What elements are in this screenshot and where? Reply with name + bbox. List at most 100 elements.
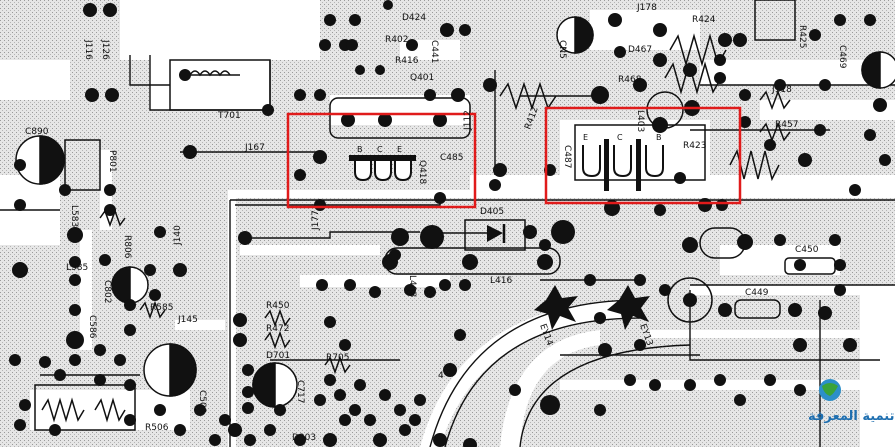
label-c469: C469 <box>837 45 847 69</box>
solder-pad <box>391 228 409 246</box>
solder-pad <box>69 274 81 286</box>
solder-pad <box>634 274 646 286</box>
solder-pad <box>94 344 106 356</box>
solder-pad <box>788 303 802 317</box>
solder-pad <box>653 23 667 37</box>
q418-pin-c <box>374 158 392 182</box>
label-q418-pin-b: B <box>357 145 363 154</box>
outline-q418 <box>329 97 471 139</box>
label-d424: D424 <box>402 13 426 23</box>
solder-pad <box>349 404 361 416</box>
label-j116: J116 <box>83 39 93 60</box>
solder-pad <box>355 65 365 75</box>
solder-pad <box>394 404 406 416</box>
label-c502: C502 <box>197 390 207 413</box>
solder-pad <box>684 379 696 391</box>
label-p801: P801 <box>107 150 117 173</box>
label-j112: J112 <box>463 110 473 131</box>
label-l416: L416 <box>490 276 512 286</box>
solder-pad <box>633 78 647 92</box>
solder-pads <box>9 0 891 447</box>
watermark-text: ﺗﻨﻤﻴﺔ ﺍﻟﻤﻌﺮﻓﺔ <box>808 409 895 424</box>
solder-pad <box>369 286 381 298</box>
solder-pad <box>389 249 401 261</box>
solder-pad <box>433 113 447 127</box>
solder-pad <box>834 284 846 296</box>
label-l583: L583 <box>69 205 79 227</box>
label-cn5: CN5 <box>557 40 567 59</box>
solder-pad <box>294 434 306 446</box>
solder-pad <box>314 199 326 211</box>
label-c890: C890 <box>25 127 49 137</box>
solder-pad <box>683 63 697 77</box>
solder-pad <box>124 324 136 336</box>
resistor-r585 <box>139 300 166 320</box>
solder-pad <box>551 220 575 244</box>
label-c487-pin-b: B <box>656 133 662 142</box>
label-c441: C441 <box>429 40 439 63</box>
solder-pad <box>375 65 385 75</box>
solder-pad <box>864 129 876 141</box>
solder-pad <box>739 89 751 101</box>
label-c485: C485 <box>440 153 463 163</box>
solder-pad <box>414 394 426 406</box>
label-q401: Q401 <box>410 73 434 83</box>
solder-pad <box>594 404 606 416</box>
solder-pad <box>349 14 361 26</box>
solder-pad <box>313 150 327 164</box>
solder-pad <box>404 284 416 296</box>
solder-pad <box>653 53 667 67</box>
outline-p801 <box>64 139 101 191</box>
solder-pad <box>83 3 97 17</box>
solder-pad <box>843 338 857 352</box>
label-r457: R457 <box>775 120 798 130</box>
solder-pad <box>794 384 806 396</box>
solder-pad <box>733 33 747 47</box>
resistor-r468 <box>664 61 722 95</box>
solder-pad <box>716 199 728 211</box>
solder-pad <box>154 404 166 416</box>
resistor-r705 <box>324 355 351 375</box>
resistor-r423 <box>729 148 780 182</box>
label-c450: C450 <box>795 245 819 255</box>
solder-pad <box>873 98 887 112</box>
solder-pad <box>383 0 393 10</box>
solder-pad <box>339 339 351 351</box>
solder-pad <box>323 433 337 447</box>
solder-pad <box>399 424 411 436</box>
component-labels: J116 J126 T701 R402 D424 C441 Q401 R416 … <box>25 3 847 443</box>
solder-pad <box>99 254 111 266</box>
solder-pad <box>718 33 732 47</box>
resistor-r450 <box>264 308 291 328</box>
solder-pad <box>879 154 891 166</box>
solder-pad <box>462 254 478 270</box>
solder-pad <box>698 198 712 212</box>
label-t701: T701 <box>217 111 241 121</box>
solder-pad <box>463 438 477 447</box>
solder-pad <box>509 384 521 396</box>
outline-r806 <box>34 384 136 431</box>
solder-pad <box>233 313 247 327</box>
solder-pad <box>674 172 686 184</box>
solder-pad <box>774 234 786 246</box>
solder-pad <box>324 14 336 26</box>
solder-pad <box>591 86 609 104</box>
solder-pad <box>124 299 136 311</box>
solder-pad <box>179 69 191 81</box>
solder-pad <box>341 113 355 127</box>
solder-pad <box>809 29 821 41</box>
solder-pad <box>523 225 537 239</box>
solder-pad <box>614 46 626 58</box>
solder-pad <box>274 404 286 416</box>
solder-pad <box>654 204 666 216</box>
solder-pad <box>493 163 507 177</box>
capacitors <box>15 16 895 408</box>
solder-pad <box>540 395 560 415</box>
solder-pad <box>819 79 831 91</box>
solder-pad <box>443 363 457 377</box>
watermark-logo: ﺗﻨﻤﻴﺔ ﺍﻟﻤﻌﺮﻓﺔ <box>808 379 895 424</box>
solder-pad <box>314 89 326 101</box>
solder-pad <box>682 237 698 253</box>
solder-pad <box>49 424 61 436</box>
solder-pad <box>103 3 117 17</box>
